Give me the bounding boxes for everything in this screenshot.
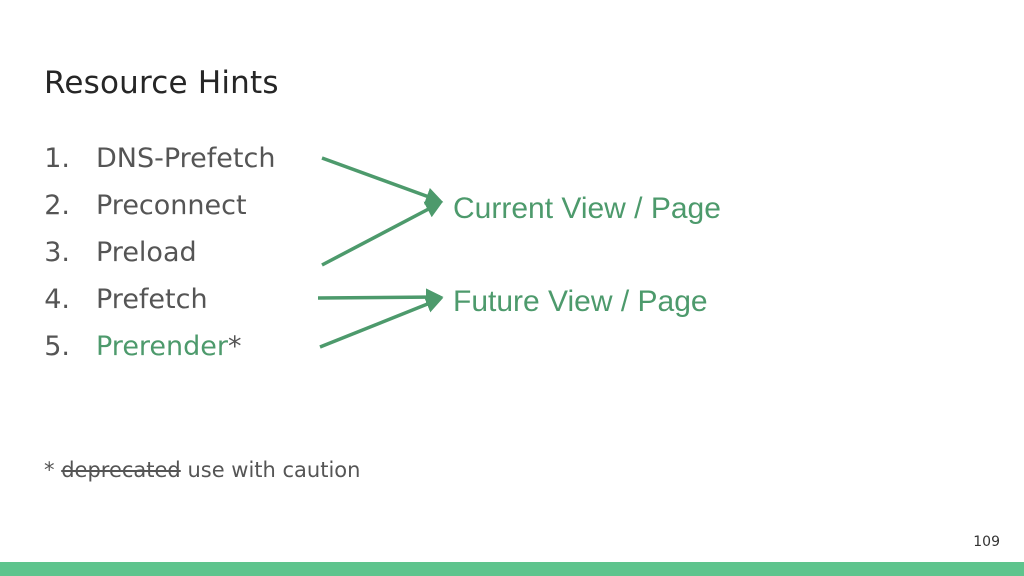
slide-title: Resource Hints [44, 65, 279, 101]
footnote-marker: * [44, 458, 62, 482]
list-item-label: Prerender [96, 331, 229, 362]
page-number: 109 [973, 534, 1000, 550]
list-item-label: Preconnect [96, 190, 247, 221]
arrow-prefetch-to-future [317, 288, 444, 306]
footnote-rest: use with caution [180, 458, 361, 482]
list-item-label: Preload [96, 237, 197, 268]
future-view-target: Future View / Page [453, 285, 708, 318]
list-item-number: 4. [44, 284, 70, 315]
footer-bar [0, 562, 1024, 576]
list-item-label: DNS-Prefetch [96, 143, 276, 174]
current-view-target: Current View / Page [453, 192, 721, 225]
asterisk-marker: * [228, 331, 242, 362]
list-item-number: 5. [44, 331, 70, 362]
list-item-number: 2. [44, 190, 70, 221]
list-item-number: 1. [44, 143, 70, 174]
arrow-preload-to-current [321, 201, 444, 267]
footnote: * deprecated use with caution [44, 458, 360, 482]
arrow-dns-prefetch-to-current [321, 156, 444, 205]
list-item-label: Prefetch [96, 284, 208, 315]
arrow-prerender-to-future [319, 296, 444, 349]
list-item-number: 3. [44, 237, 70, 268]
list-item-label-wrap: Prerender* [96, 333, 242, 360]
footnote-struck-text: deprecated [61, 458, 181, 482]
